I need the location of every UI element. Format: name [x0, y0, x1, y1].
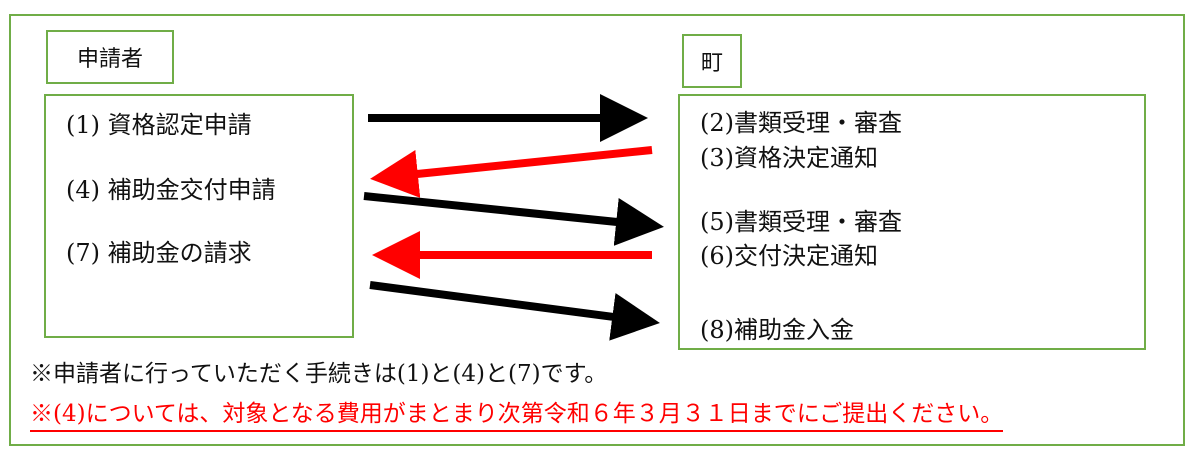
applicant-step-7: (7) 補助金の請求 [66, 239, 252, 267]
arrow-7-to-8 [369, 281, 660, 341]
town-steps-box [678, 94, 1146, 350]
town-step-6: (6)交付決定通知 [700, 242, 878, 270]
town-step-5: (5)書類受理・審査 [700, 208, 902, 236]
town-step-8: (8)補助金入金 [700, 316, 854, 344]
applicant-step-1: (1) 資格認定申請 [66, 111, 252, 139]
procedure-note: ※申請者に行っていただく手続きは(1)と(4)と(7)です。 [30, 361, 608, 387]
town-label-box: 町 [682, 34, 742, 88]
applicant-step-4: (4) 補助金交付申請 [66, 176, 276, 204]
outer-frame [9, 14, 1185, 446]
town-label: 町 [700, 51, 723, 76]
applicant-steps-box [44, 94, 354, 338]
arrow-4-to-5 [363, 192, 664, 246]
applicant-label: 申請者 [76, 47, 143, 72]
applicant-label-box: 申請者 [46, 30, 174, 84]
deadline-note: ※(4)については、対象となる費用がまとまり次第令和６年３月３１日までにご提出く… [30, 403, 1004, 432]
arrow-3-to-applicant [370, 146, 653, 198]
town-step-3: (3)資格決定通知 [700, 144, 878, 172]
town-step-2: (2)書類受理・審査 [700, 109, 902, 137]
